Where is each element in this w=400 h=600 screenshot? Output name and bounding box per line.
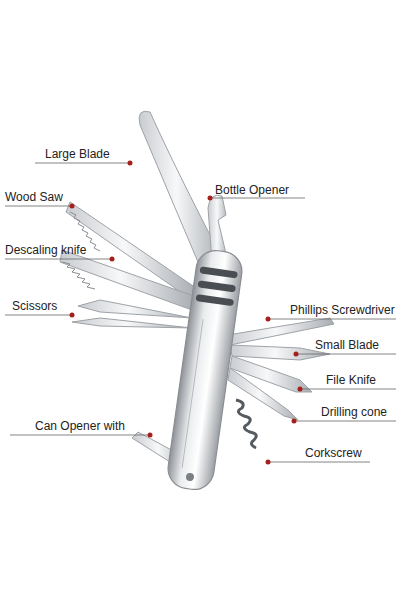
scissors-blade xyxy=(72,318,192,328)
part-label: Can Opener with xyxy=(35,419,125,433)
part-label: Scissors xyxy=(12,299,57,313)
part-label: Small Blade xyxy=(315,338,379,352)
part-label: Descaling knife xyxy=(5,243,86,257)
knife-handle xyxy=(166,248,245,492)
part-label: Drilling cone xyxy=(321,405,387,419)
leader-lines xyxy=(5,163,396,462)
part-label: Large Blade xyxy=(45,147,110,161)
part-label: Corkscrew xyxy=(305,446,362,460)
scissors-blade xyxy=(78,300,192,318)
part-label: File Knife xyxy=(326,373,376,387)
part-label: Bottle Opener xyxy=(215,183,289,197)
part-label: Phillips Screwdriver xyxy=(290,303,395,317)
large-blade xyxy=(139,111,222,262)
part-label: Wood Saw xyxy=(5,190,63,204)
corkscrew xyxy=(236,400,256,448)
leader-dots xyxy=(70,161,303,465)
descaling-teeth xyxy=(62,262,95,289)
